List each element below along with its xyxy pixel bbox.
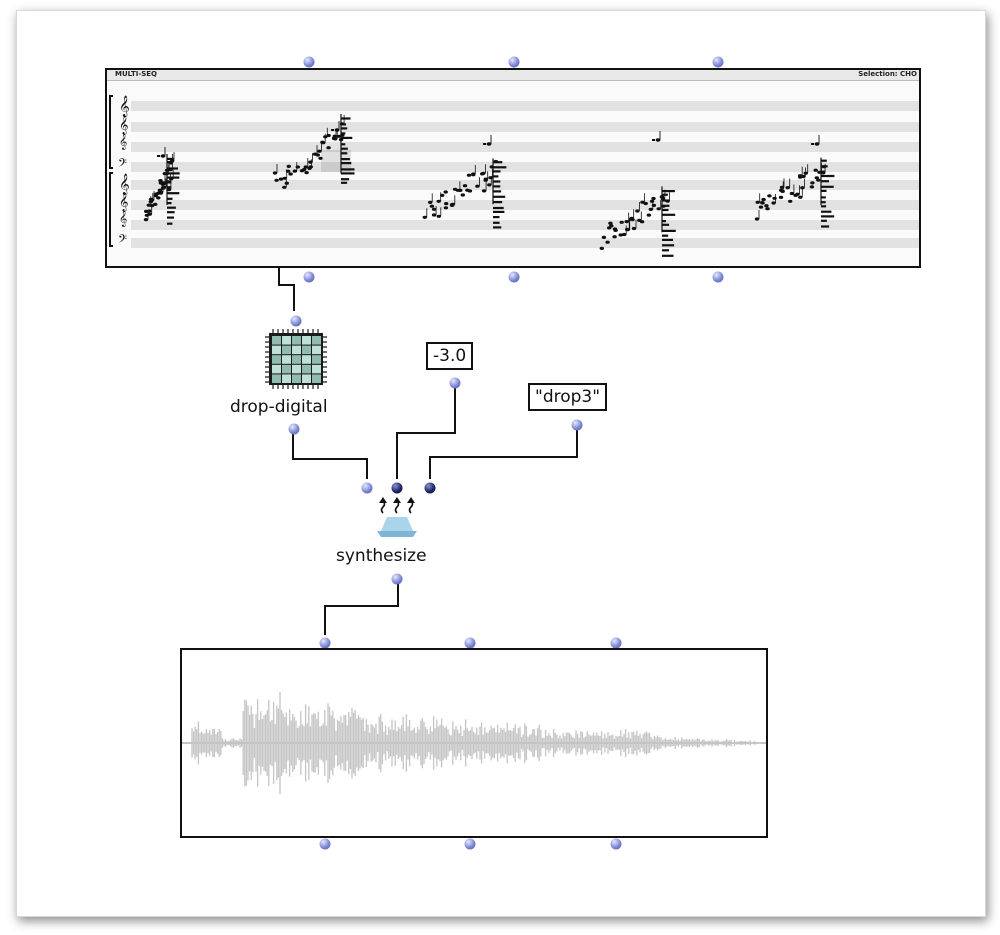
- sound-inlet-3[interactable]: [610, 637, 622, 649]
- treble-clef: 𝄞: [119, 115, 128, 135]
- synthesize-outlet[interactable]: [391, 573, 403, 585]
- sound-outlet-2[interactable]: [464, 838, 476, 850]
- synthesize-inlet-1[interactable]: [361, 482, 373, 494]
- sound-inlet-2[interactable]: [464, 637, 476, 649]
- sound-editor[interactable]: [180, 648, 768, 838]
- sound-outlet-3[interactable]: [610, 838, 622, 850]
- synthesize-icon[interactable]: [373, 495, 423, 541]
- sound-outlet-1[interactable]: [319, 838, 331, 850]
- string-box[interactable]: "drop3": [528, 383, 608, 411]
- cable-param1-to-synthesize: [396, 383, 456, 479]
- note-clusters: [143, 114, 835, 257]
- system-brackets: [109, 95, 113, 247]
- cable-drop-digital-to-synthesize: [292, 429, 368, 479]
- treble-clef: 𝄞: [119, 134, 127, 150]
- treble-clef: 𝄞: [119, 96, 130, 117]
- score-inlet-1[interactable]: [303, 56, 315, 68]
- patch-cables: [278, 265, 578, 635]
- treble-clef: 𝄞: [119, 192, 128, 212]
- score-outlet-2[interactable]: [508, 271, 520, 283]
- number-box-outlet[interactable]: [449, 377, 461, 389]
- synthesize-inlet-2[interactable]: [391, 482, 403, 494]
- synthesize-label: synthesize: [336, 546, 427, 566]
- score-outlet-3[interactable]: [712, 271, 724, 283]
- cable-synthesize-to-sound: [324, 579, 399, 635]
- sound-inlet-1[interactable]: [319, 637, 331, 649]
- staff-bands: [131, 101, 919, 248]
- score-inlet-2[interactable]: [508, 56, 520, 68]
- score-notation: 𝄞 𝄞 𝄞 𝄢 𝄞 𝄞 𝄞 𝄢: [109, 95, 919, 257]
- bass-clef: 𝄢: [118, 233, 127, 249]
- chip-icon[interactable]: [265, 329, 327, 389]
- multi-seq-editor[interactable]: MULTI-SEQ Selection: CHO 𝄞 𝄞 𝄞: [105, 68, 921, 268]
- bass-clef: 𝄢: [118, 157, 127, 173]
- score-selection-label: Selection: CHO: [858, 70, 917, 78]
- drop-digital-outlet[interactable]: [288, 423, 300, 435]
- treble-clef: 𝄞: [119, 211, 127, 227]
- score-outlet-1[interactable]: [303, 271, 315, 283]
- cable-score-to-drop-digital: [278, 265, 295, 311]
- number-box[interactable]: -3.0: [426, 342, 474, 370]
- synthesize-inlet-3[interactable]: [424, 482, 436, 494]
- score-header: MULTI-SEQ Selection: CHO: [107, 70, 919, 81]
- waveform: [191, 691, 761, 795]
- cable-param2-to-synthesize: [429, 425, 578, 479]
- waveform-display: [182, 691, 766, 795]
- string-box-outlet[interactable]: [571, 419, 583, 431]
- score-title: MULTI-SEQ: [115, 70, 158, 78]
- drop-digital-inlet[interactable]: [290, 315, 302, 327]
- drop-digital-label: drop-digital: [230, 397, 328, 417]
- clefs: 𝄞 𝄞 𝄞 𝄢 𝄞 𝄞 𝄞 𝄢: [118, 96, 130, 249]
- patch-canvas: MULTI-SEQ Selection: CHO 𝄞 𝄞 𝄞: [16, 10, 986, 917]
- treble-clef: 𝄞: [119, 174, 130, 195]
- score-inlet-3[interactable]: [712, 56, 724, 68]
